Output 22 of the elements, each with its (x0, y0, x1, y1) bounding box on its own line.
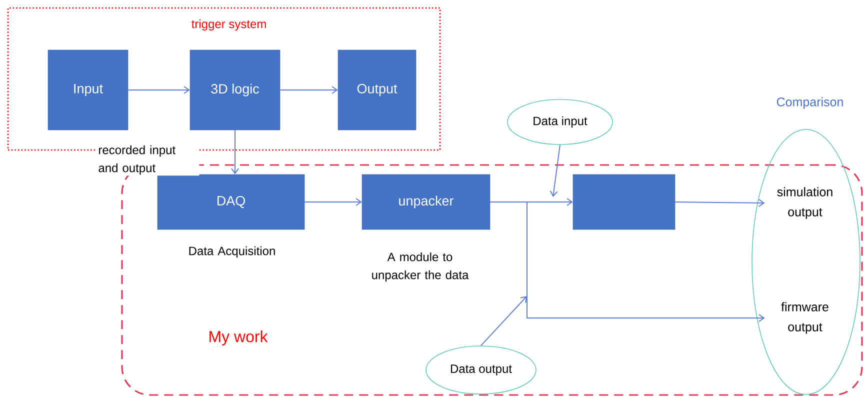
arrow (280, 86, 338, 94)
process-box: DAQ (157, 174, 305, 230)
arrow (480, 296, 527, 346)
ellipse-node: Data input (507, 99, 613, 145)
arrow (674, 198, 765, 207)
process-box: unpacker (362, 174, 490, 230)
box-caption: A module to unpacker the data (372, 252, 469, 282)
arrow (304, 198, 362, 206)
process-box: Input (48, 50, 128, 130)
arrow (231, 130, 239, 174)
output-text: simulation output (777, 187, 832, 219)
box-caption: Data Acquisition (189, 246, 275, 258)
edge-label: recorded input and output (97, 144, 200, 176)
arrow (128, 86, 190, 94)
process-box (572, 174, 676, 230)
arrow (550, 144, 560, 197)
node-label: Comparison (776, 97, 843, 109)
process-box: 3D logic (190, 50, 280, 130)
process-box: Output (338, 50, 416, 130)
output-text: firmware output (781, 302, 828, 334)
arrow (490, 202, 765, 322)
ellipse-node: Data output (426, 346, 536, 394)
